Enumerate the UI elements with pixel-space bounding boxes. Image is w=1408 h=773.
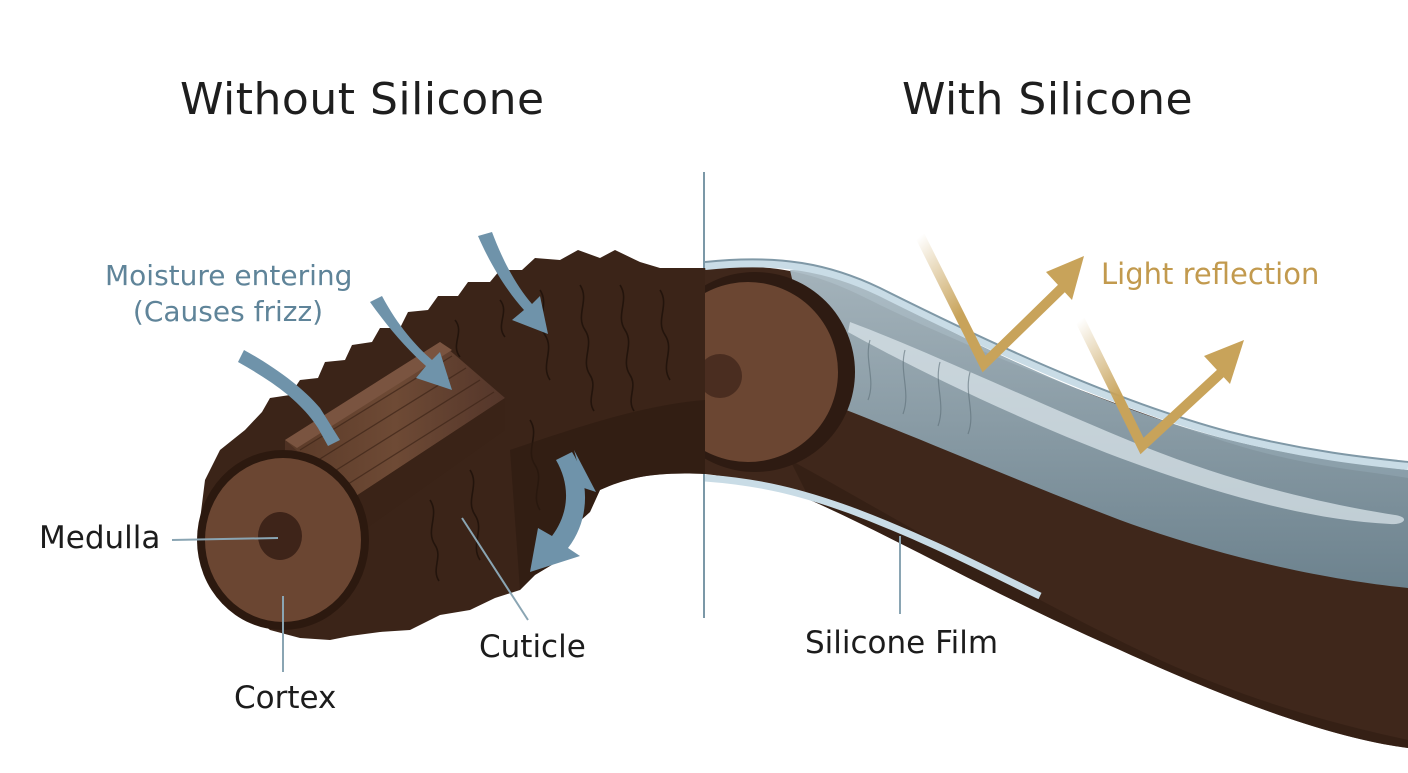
label-silicone-film: Silicone Film [805,625,999,661]
title-without-silicone: Without Silicone [180,74,545,125]
moisture-annotation-line2: (Causes frizz) [132,295,324,328]
title-with-silicone: With Silicone [902,74,1194,125]
moisture-annotation-line1: Moisture entering [105,259,353,292]
moisture-annotation: Moisture entering (Causes frizz) [105,258,353,330]
label-cuticle: Cuticle [479,629,586,665]
label-medulla: Medulla [39,520,161,556]
medulla-leader-line [171,537,279,541]
cuticle-leader-line [461,517,529,621]
light-reflection-annotation: Light reflection [1101,257,1320,291]
light-reflection-arrows [915,233,1244,455]
moisture-arrows [238,232,596,572]
label-cortex: Cortex [234,680,337,716]
smooth-hair-strand [655,258,1408,748]
leader-lines [171,517,901,672]
